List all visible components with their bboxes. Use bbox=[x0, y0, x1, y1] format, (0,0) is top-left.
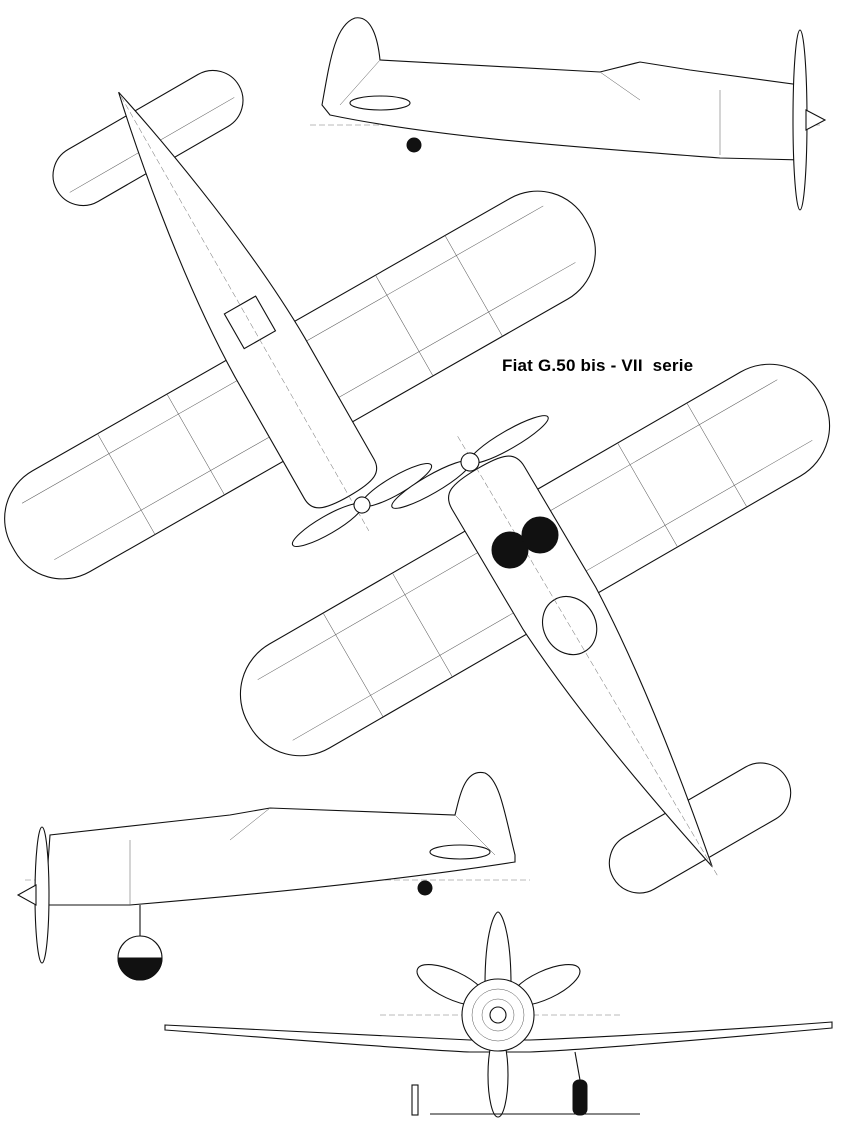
side-view-right bbox=[310, 17, 827, 211]
bottom-view-tailplane bbox=[608, 762, 792, 894]
front-view-spinner bbox=[489, 1006, 507, 1024]
bottom-view-wheel-left bbox=[491, 531, 529, 569]
side-view-left bbox=[16, 771, 530, 981]
top-view-fuselage bbox=[118, 91, 378, 531]
bottom-view-wheel-right bbox=[521, 516, 559, 554]
front-view bbox=[164, 911, 833, 1118]
front-view-wheel bbox=[572, 1079, 588, 1116]
side-view-right-tailwheel bbox=[406, 137, 422, 153]
top-view-propeller bbox=[291, 462, 433, 548]
side-view-left-propeller bbox=[34, 826, 50, 964]
bottom-view bbox=[239, 363, 831, 894]
bottom-view-propeller bbox=[391, 415, 549, 509]
drawing-title: Fiat G.50 bis - VII serie bbox=[502, 356, 694, 375]
top-view bbox=[4, 69, 596, 580]
side-view-right-propeller bbox=[792, 29, 808, 211]
